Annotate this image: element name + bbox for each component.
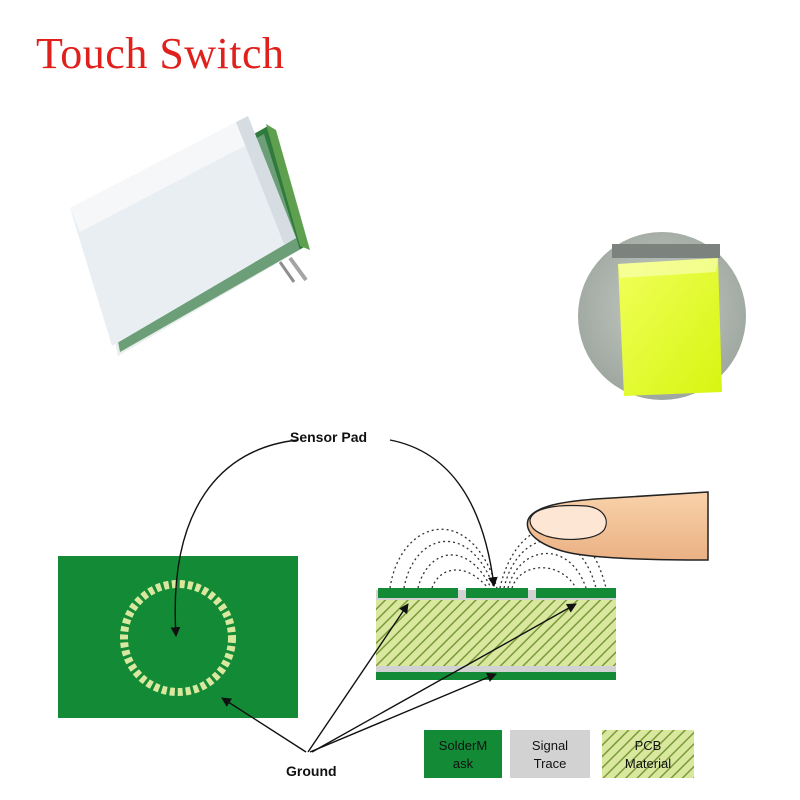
legend-signal-trace-line1: Signal xyxy=(532,738,568,753)
legend-pcb-material-line2: Material xyxy=(625,756,671,771)
page-title: Touch Switch xyxy=(36,29,285,78)
legend-swatch-pcb-material xyxy=(602,730,694,778)
ground-label: Ground xyxy=(286,763,337,779)
sensor-pad-label: Sensor Pad xyxy=(290,429,367,445)
pcb-cross-section xyxy=(376,588,616,680)
legend-swatch-signal-trace xyxy=(510,730,590,778)
legend-signal-trace-line2: Trace xyxy=(534,756,567,771)
legend-soldermask-line1: SolderM xyxy=(439,738,487,753)
led-glow-photo xyxy=(578,232,746,400)
legend-soldermask-line2: ask xyxy=(453,756,474,771)
legend-pcb-material-line1: PCB xyxy=(635,738,662,753)
electric-field-lines xyxy=(389,526,607,589)
legend: SolderM ask Signal Trace PCB Material xyxy=(424,730,694,778)
pointer-arrows xyxy=(170,439,577,753)
touch-module-photo xyxy=(70,116,310,356)
pcb-top-view xyxy=(58,556,298,718)
legend-swatch-soldermask xyxy=(424,730,502,778)
finger-illustration xyxy=(526,491,709,561)
